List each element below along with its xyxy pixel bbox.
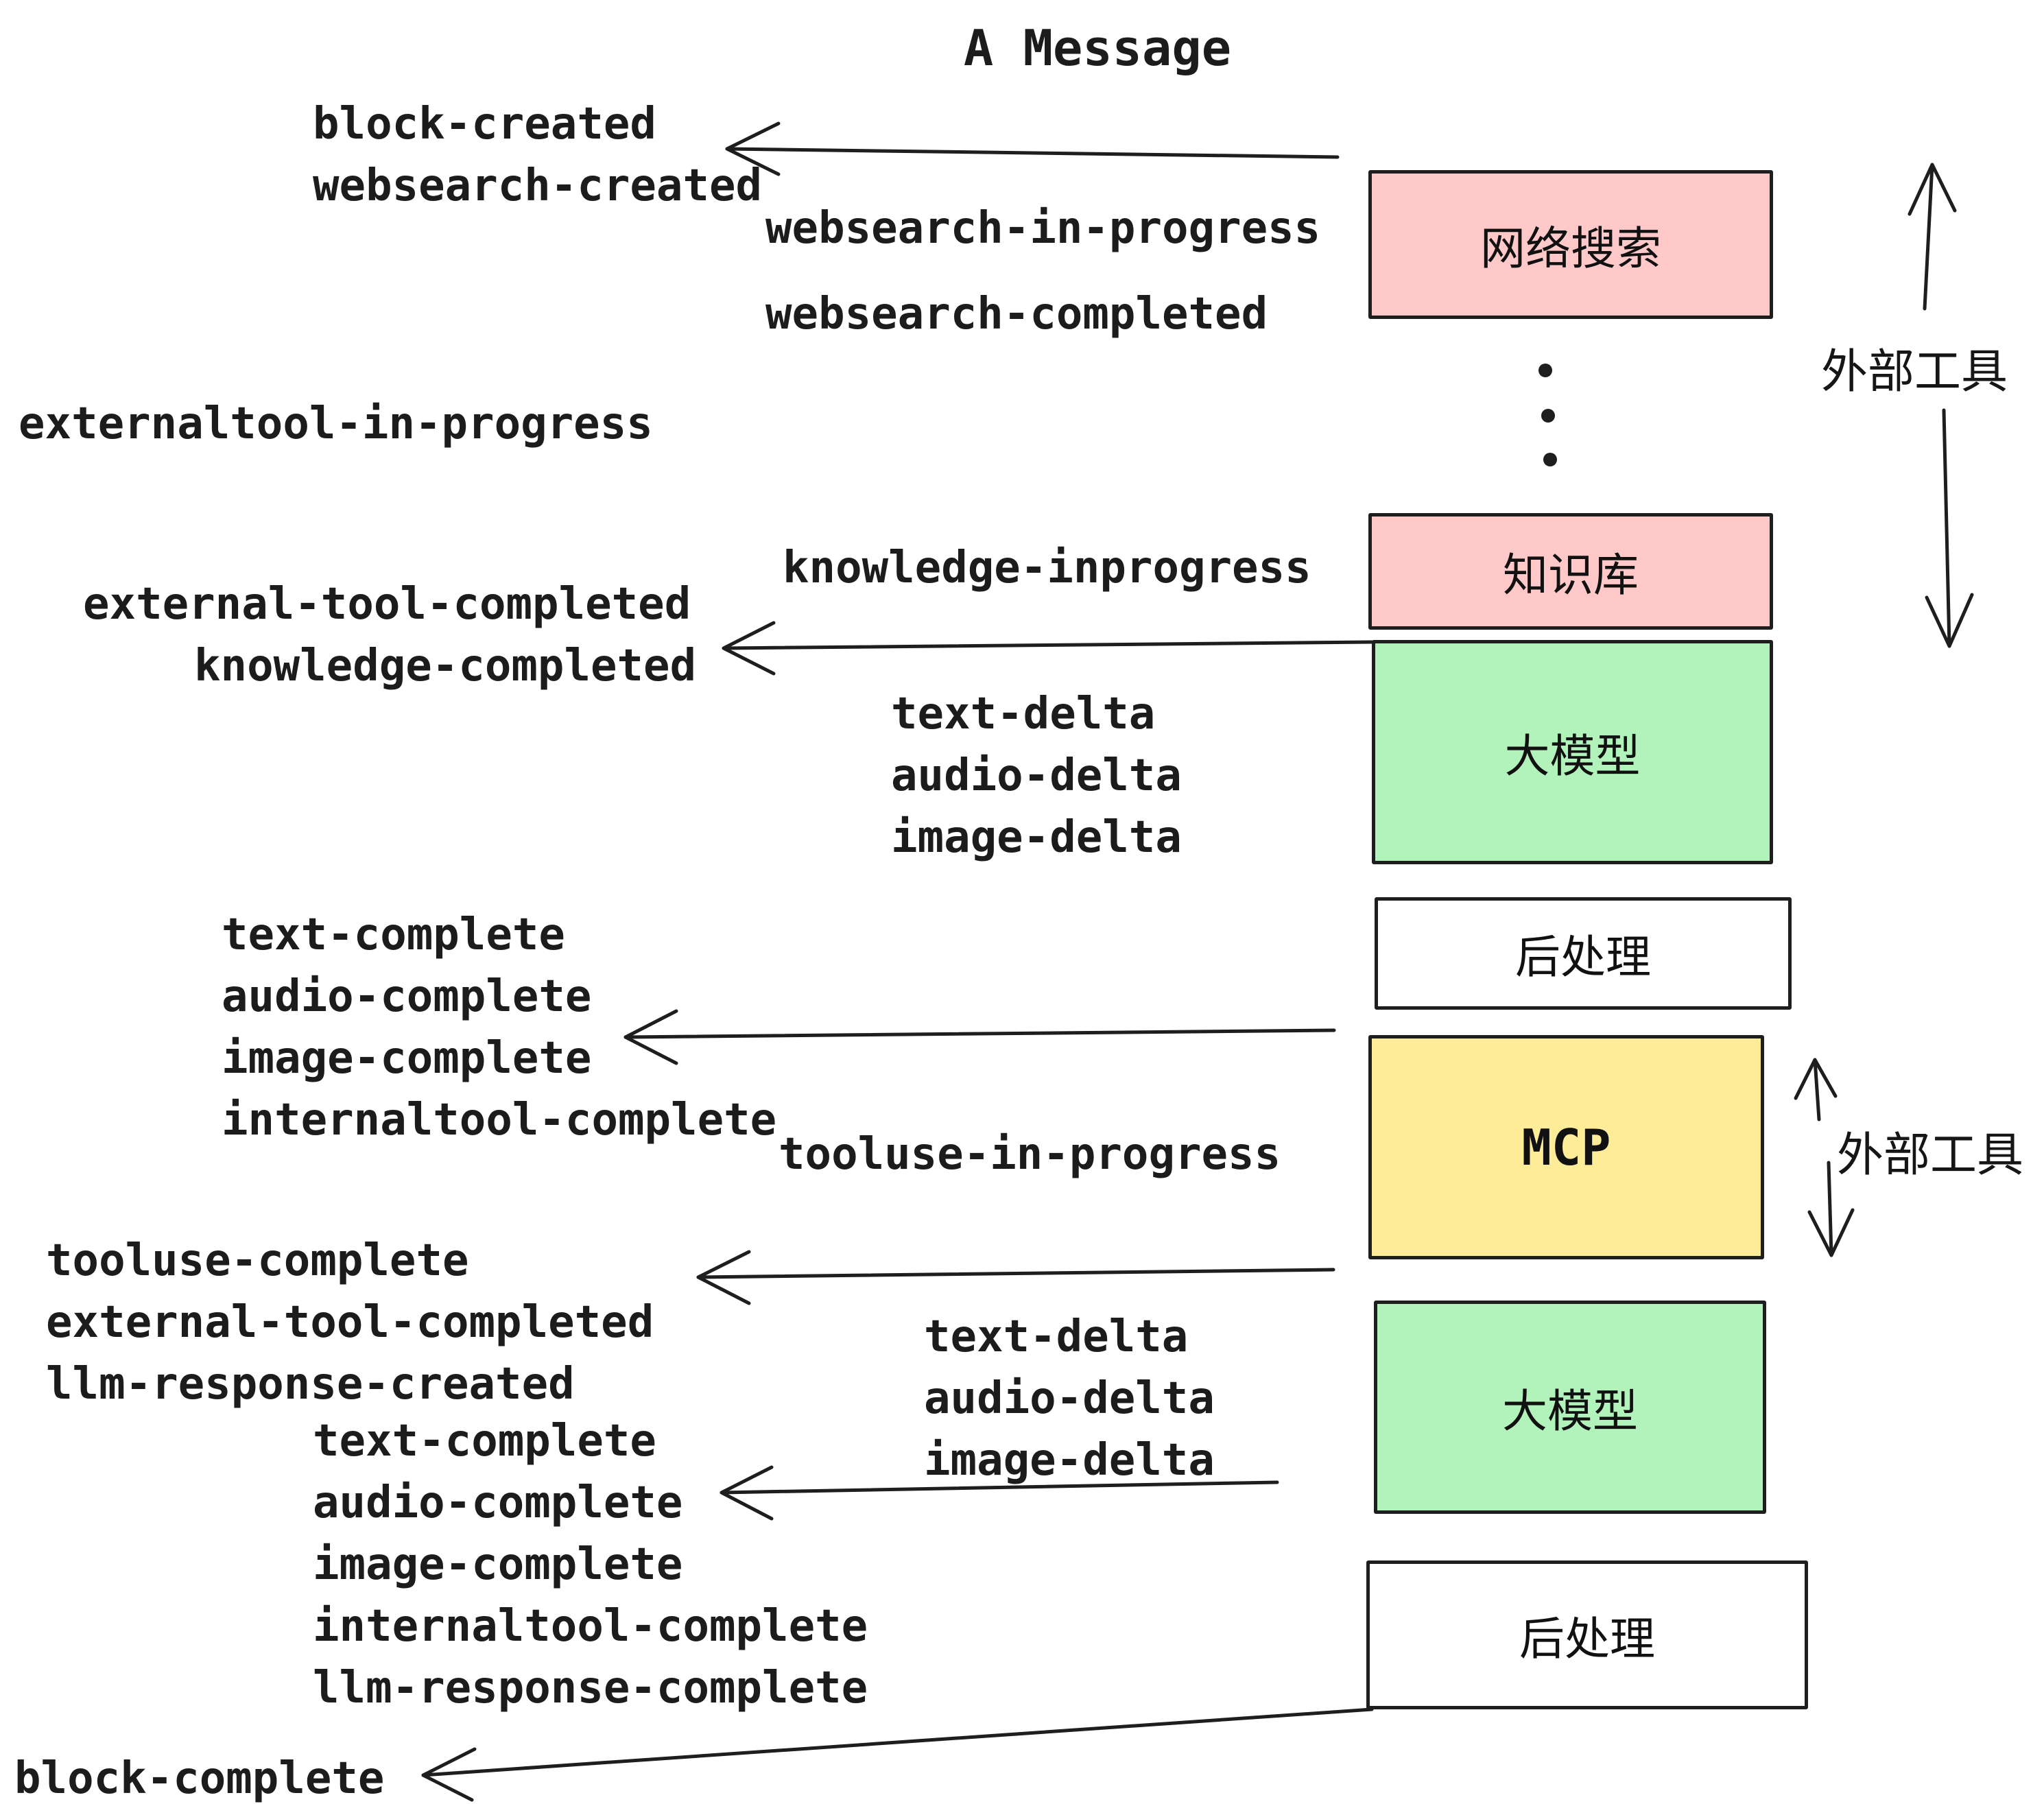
event-label-knowledge-completed: knowledge-completed bbox=[194, 641, 697, 691]
event-label-llm-response-complete: llm-response-complete bbox=[313, 1663, 868, 1713]
event-label-audio-delta-2: audio-delta bbox=[924, 1373, 1215, 1424]
diagram-title: A Message bbox=[963, 19, 1232, 77]
event-label-audio-complete-2: audio-complete bbox=[313, 1477, 683, 1528]
event-label-image-delta: image-delta bbox=[891, 812, 1182, 863]
box-llm-2-label: 大模型 bbox=[1502, 1384, 1638, 1438]
box-postprocess-2: 后处理 bbox=[1366, 1560, 1808, 1709]
event-label-websearch-completed: websearch-completed bbox=[765, 289, 1268, 340]
box-llm-1: 大模型 bbox=[1372, 640, 1773, 864]
event-label-text-complete-2: text-complete bbox=[313, 1416, 656, 1467]
event-label-block-complete: block-complete bbox=[14, 1753, 385, 1804]
event-label-text-complete: text-complete bbox=[222, 910, 565, 960]
event-label-llm-response-created: llm-response-created bbox=[46, 1359, 575, 1410]
box-llm-2: 大模型 bbox=[1374, 1301, 1766, 1514]
event-label-websearch-created: websearch-created bbox=[313, 161, 763, 211]
arrow-to-image-complete bbox=[623, 1009, 1336, 1065]
event-label-tooluse-complete: tooluse-complete bbox=[46, 1235, 469, 1286]
event-label-external-tool-completed-2: external-tool-completed bbox=[46, 1297, 654, 1348]
arrow-external-tools-down-1 bbox=[1925, 408, 1974, 648]
arrow-to-knowledge-completed bbox=[722, 621, 1374, 676]
event-label-text-delta: text-delta bbox=[891, 689, 1156, 739]
event-label-image-delta-2: image-delta bbox=[924, 1435, 1215, 1486]
box-knowledge-base: 知识库 bbox=[1368, 513, 1773, 630]
arrow-to-block-complete bbox=[421, 1707, 1374, 1802]
event-label-audio-delta: audio-delta bbox=[891, 750, 1182, 801]
box-mcp-label: MCP bbox=[1521, 1118, 1611, 1176]
arrow-external-tools-up-2 bbox=[1794, 1058, 1838, 1121]
box-websearch: 网络搜索 bbox=[1368, 170, 1773, 319]
box-postprocess-2-label: 后处理 bbox=[1519, 1612, 1655, 1665]
event-label-external-tool-completed: external-tool-completed bbox=[83, 579, 691, 630]
box-websearch-label: 网络搜索 bbox=[1480, 222, 1661, 275]
event-label-image-complete-2: image-complete bbox=[313, 1539, 683, 1590]
event-label-internaltool-complete: internaltool-complete bbox=[222, 1095, 777, 1146]
side-label-external-tools-1: 外部工具 bbox=[1821, 345, 2008, 399]
event-label-websearch-in-progress: websearch-in-progress bbox=[765, 203, 1321, 254]
event-label-tooluse-in-progress: tooluse-in-progress bbox=[779, 1129, 1281, 1180]
event-label-internaltool-complete-2: internaltool-complete bbox=[313, 1601, 868, 1652]
side-label-external-tools-2: 外部工具 bbox=[1837, 1128, 2024, 1183]
box-postprocess-1: 后处理 bbox=[1375, 897, 1792, 1010]
event-label-image-complete: image-complete bbox=[222, 1033, 592, 1084]
event-label-audio-complete: audio-complete bbox=[222, 971, 592, 1022]
vertical-ellipsis-dots bbox=[1538, 364, 1557, 466]
arrow-to-tooluse-complete bbox=[696, 1250, 1335, 1305]
event-label-externaltool-in-progress: externaltool-in-progress bbox=[19, 399, 653, 449]
arrow-external-tools-up-1 bbox=[1908, 163, 1957, 311]
box-postprocess-1-label: 后处理 bbox=[1515, 931, 1651, 984]
arrow-to-block-created bbox=[725, 121, 1340, 176]
box-llm-1-label: 大模型 bbox=[1504, 729, 1641, 783]
event-label-block-created: block-created bbox=[313, 99, 656, 150]
box-mcp: MCP bbox=[1368, 1035, 1764, 1259]
box-knowledge-base-label: 知识库 bbox=[1503, 549, 1639, 602]
event-label-text-delta-2: text-delta bbox=[924, 1312, 1189, 1362]
event-label-knowledge-inprogress: knowledge-inprogress bbox=[783, 543, 1311, 593]
